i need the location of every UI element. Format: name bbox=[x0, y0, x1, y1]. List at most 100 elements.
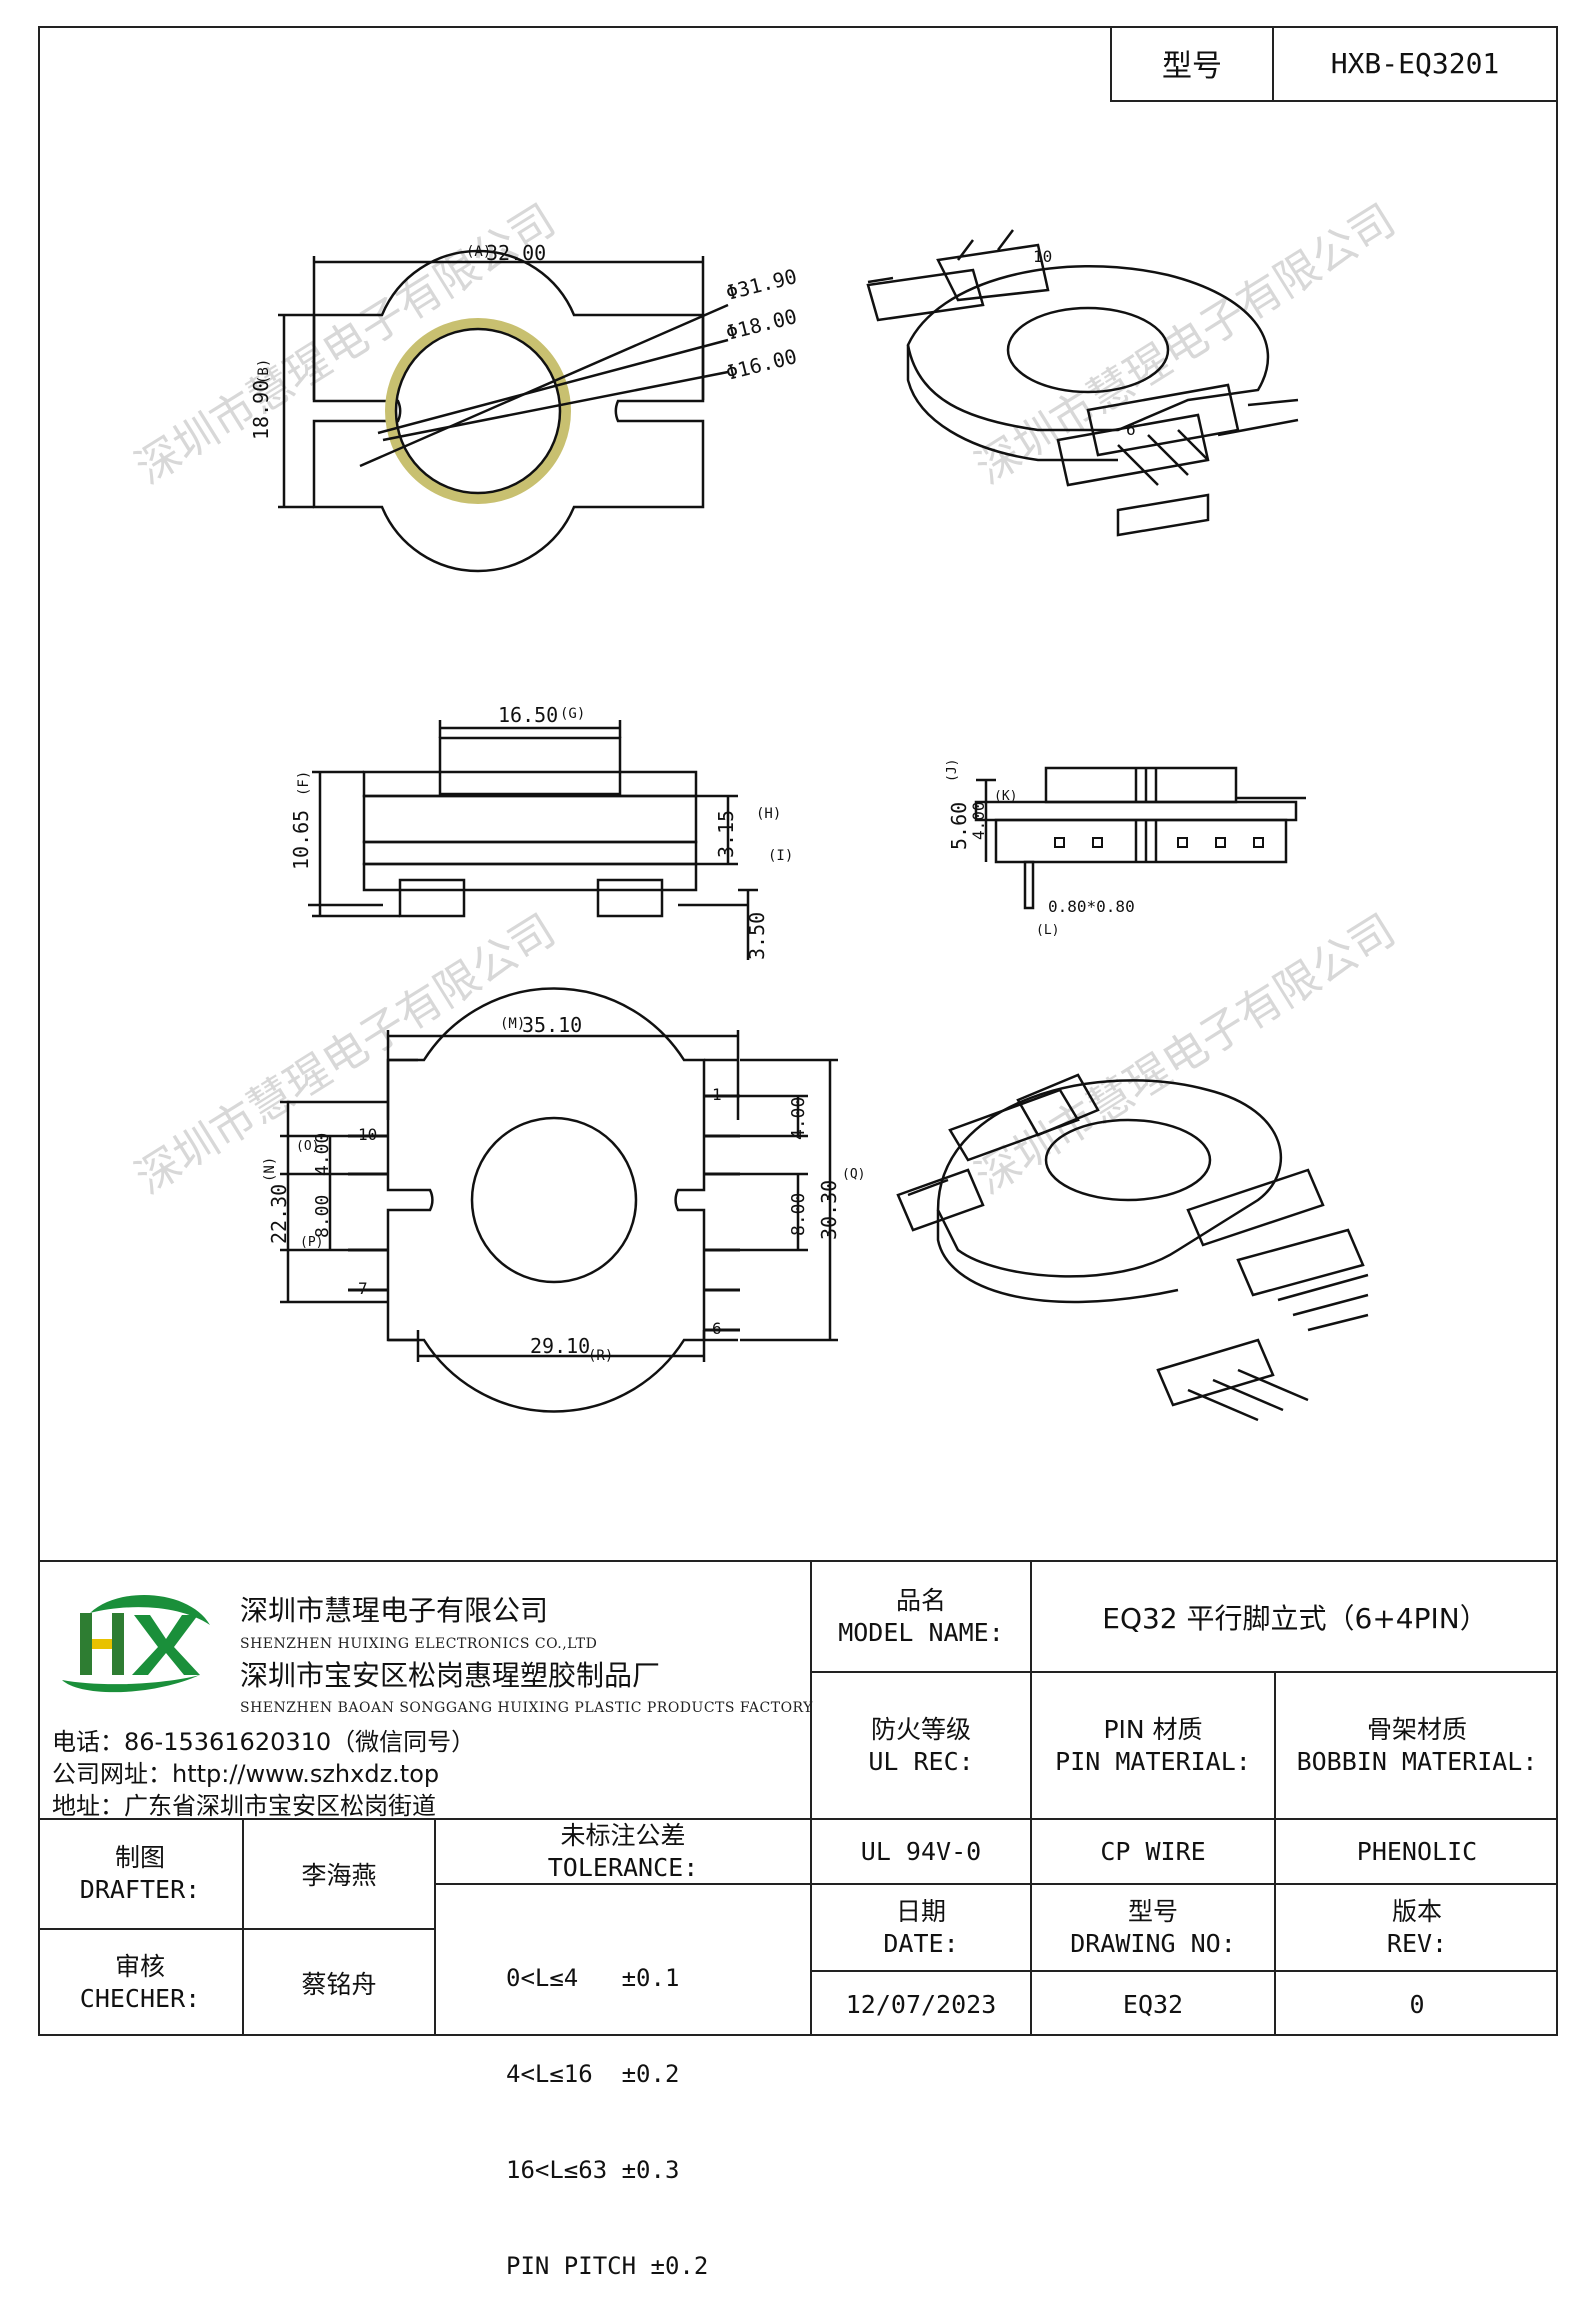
dim-L: 0.80*0.80 bbox=[1048, 897, 1135, 916]
dim-O: 4.00 bbox=[312, 1133, 333, 1176]
pin-material-label-en: PIN MATERIAL: bbox=[1055, 1746, 1251, 1776]
tolerance-label-en: TOLERANCE: bbox=[547, 1852, 699, 1882]
tb-row1-line-right bbox=[810, 1671, 1558, 1673]
dim-G: 16.50 bbox=[498, 703, 558, 727]
dim-R-label: (R) bbox=[588, 1348, 613, 1364]
dim-L-label: (L) bbox=[1036, 923, 1059, 938]
bottom-view: 35.10 (M) 29.10 (R) 22.30 (N) 4.00 (O) 8… bbox=[262, 987, 865, 1413]
tolerance-row-4: PIN PITCH ±0.2 bbox=[506, 2252, 709, 2280]
tb-row2-line-right bbox=[810, 1818, 1558, 1820]
dim-M: 35.10 bbox=[522, 1013, 582, 1037]
dim-B: 18.90 bbox=[249, 380, 273, 440]
tb-v-1 bbox=[1030, 1560, 1032, 2036]
rev-label-cn: 版本 bbox=[1391, 1896, 1442, 1926]
company-website: 公司网址：http://www.szhxdz.top bbox=[52, 1760, 440, 1788]
pin-label-1: 1 bbox=[712, 1085, 722, 1104]
tolerance-label-cn: 未标注公差 bbox=[560, 1820, 686, 1850]
dim-F-label: (F) bbox=[296, 771, 312, 796]
company-phone: 电话：86-15361620310（微信同号） bbox=[52, 1728, 476, 1756]
front-view: 16.50 (G) 10.65 (F) 3.15 (H) (I) 3.50 bbox=[289, 703, 793, 960]
tolerance-row-1: 0<L≤4 ±0.1 bbox=[506, 1964, 680, 1992]
tolerance-label: 未标注公差 TOLERANCE: bbox=[436, 1820, 810, 1883]
dim-right-8: 8.00 bbox=[788, 1193, 809, 1236]
dim-I-label: (I) bbox=[768, 848, 793, 864]
watermark-group: 深圳市慧瑆电子有限公司 深圳市慧瑆电子有限公司 深圳市慧瑆电子有限公司 深圳市慧… bbox=[127, 195, 1404, 1205]
date-label-cn: 日期 bbox=[895, 1896, 946, 1926]
bobbin-material-label-en: BOBBIN MATERIAL: bbox=[1296, 1746, 1538, 1776]
dim-right-4: 4.00 bbox=[788, 1097, 809, 1140]
tb-drafter-line bbox=[38, 1928, 434, 1930]
dim-I: 3.50 bbox=[745, 912, 769, 960]
tolerance-row-3: 16<L≤63 ±0.3 bbox=[506, 2156, 680, 2184]
drawing-no-value: EQ32 bbox=[1122, 1989, 1184, 2019]
tb-row4-line-right bbox=[810, 1970, 1558, 1972]
pin-material-label: PIN 材质 PIN MATERIAL: bbox=[1032, 1673, 1274, 1818]
tb-top-line bbox=[38, 1560, 1558, 1562]
model-name-value: EQ32 平行脚立式（6+4PIN） bbox=[1102, 1601, 1488, 1635]
pin-label-10: 10 bbox=[358, 1125, 377, 1144]
technical-drawing: 深圳市慧瑆电子有限公司 深圳市慧瑆电子有限公司 深圳市慧瑆电子有限公司 深圳市慧… bbox=[127, 195, 1404, 1422]
tb-row3-line-right bbox=[810, 1883, 1558, 1885]
company-address: 地址：广东省深圳市宝安区松岗街道 bbox=[52, 1792, 436, 1820]
dim-Q: 30.30 bbox=[817, 1180, 841, 1240]
dim-J-label: (J) bbox=[945, 759, 960, 782]
bobbin-material-value: PHENOLIC bbox=[1356, 1837, 1478, 1866]
dim-G-label: (G) bbox=[560, 706, 585, 722]
watermark-3: 深圳市慧瑆电子有限公司 bbox=[127, 905, 564, 1205]
pin-label-6: 6 bbox=[712, 1319, 722, 1338]
rev-label: 版本 REV: bbox=[1276, 1885, 1558, 1970]
dim-J: 5.60 bbox=[947, 802, 971, 850]
checker-label-en: CHECHER: bbox=[79, 1984, 201, 2013]
iso-view-bottom bbox=[896, 1073, 1369, 1422]
dim-N-label: (N) bbox=[262, 1157, 278, 1182]
company-logo bbox=[62, 1594, 210, 1693]
pin-material-value: CP WIRE bbox=[1100, 1837, 1206, 1866]
iso-pin10: 10 bbox=[1033, 247, 1052, 266]
tb-tol-line bbox=[434, 1883, 810, 1885]
model-name-label-en: MODEL NAME: bbox=[838, 1617, 1004, 1647]
tb-v-2 bbox=[1274, 1671, 1276, 2036]
tb-v-drafter bbox=[242, 1818, 244, 2036]
bobbin-material-label: 骨架材质 BOBBIN MATERIAL: bbox=[1276, 1673, 1558, 1818]
checker-label: 审核 CHECHER: bbox=[38, 1930, 242, 2036]
type-label: 型号 bbox=[1112, 26, 1274, 100]
dim-C: Φ31.90 bbox=[723, 264, 799, 305]
dim-Q-label: (Q) bbox=[842, 1167, 865, 1182]
tb-row2-line-left bbox=[38, 1818, 810, 1820]
tb-v-main bbox=[810, 1560, 812, 2036]
company-name-en-1: SHENZHEN HUIXING ELECTRONICS CO.,LTD bbox=[240, 1636, 598, 1652]
rev-label-en: REV: bbox=[1386, 1928, 1448, 1958]
iso-pin6: 6 bbox=[1126, 420, 1136, 439]
watermark-4: 深圳市慧瑆电子有限公司 bbox=[967, 905, 1404, 1205]
drafter-label: 制图 DRAFTER: bbox=[38, 1820, 242, 1928]
drafter-value: 李海燕 bbox=[301, 1861, 377, 1890]
watermark-2: 深圳市慧瑆电子有限公司 bbox=[967, 195, 1404, 495]
date-label-en: DATE: bbox=[883, 1928, 959, 1958]
watermark-1: 深圳市慧瑆电子有限公司 bbox=[127, 195, 564, 495]
date-value: 12/07/2023 bbox=[845, 1989, 997, 2019]
tolerance-table: 0<L≤4 ±0.1 4<L≤16 ±0.2 16<L≤63 ±0.3 PIN … bbox=[506, 1898, 708, 2314]
dim-A: 32.00 bbox=[486, 241, 546, 265]
dim-B-label: (B) bbox=[256, 359, 272, 384]
drawing-no-label: 型号 DRAWING NO: bbox=[1032, 1885, 1274, 1970]
pin-label-7: 7 bbox=[358, 1279, 368, 1298]
tolerance-row-2: 4<L≤16 ±0.2 bbox=[506, 2060, 680, 2088]
dim-P: 8.00 bbox=[312, 1195, 333, 1238]
company-name-cn-2: 深圳市宝安区松岗惠瑆塑胶制品厂 bbox=[240, 1659, 661, 1692]
model-name-label: 品名 MODEL NAME: bbox=[812, 1562, 1030, 1671]
dim-A-label: (A) bbox=[466, 244, 491, 260]
bobbin-material-label-cn: 骨架材质 bbox=[1366, 1714, 1467, 1744]
rev-value: 0 bbox=[1409, 1989, 1425, 2019]
drawing-no-label-cn: 型号 bbox=[1127, 1896, 1178, 1926]
dim-H: 3.15 bbox=[714, 810, 738, 858]
dim-P-label: (P) bbox=[300, 1235, 323, 1250]
drawing-sheet-border bbox=[38, 26, 1558, 2036]
dim-D: Φ18.00 bbox=[723, 304, 799, 345]
model-name-label-cn: 品名 bbox=[895, 1585, 946, 1615]
date-label: 日期 DATE: bbox=[812, 1885, 1030, 1970]
ul-rec-label-en: UL REC: bbox=[868, 1746, 974, 1776]
side-view: 5.60 (J) 4.00 (K) 0.80*0.80 (L) bbox=[945, 759, 1306, 938]
pin-material-label-cn: PIN 材质 bbox=[1103, 1714, 1203, 1744]
drawing-no-label-en: DRAWING NO: bbox=[1070, 1928, 1236, 1958]
iso-view-top: 10 6 bbox=[866, 229, 1299, 537]
